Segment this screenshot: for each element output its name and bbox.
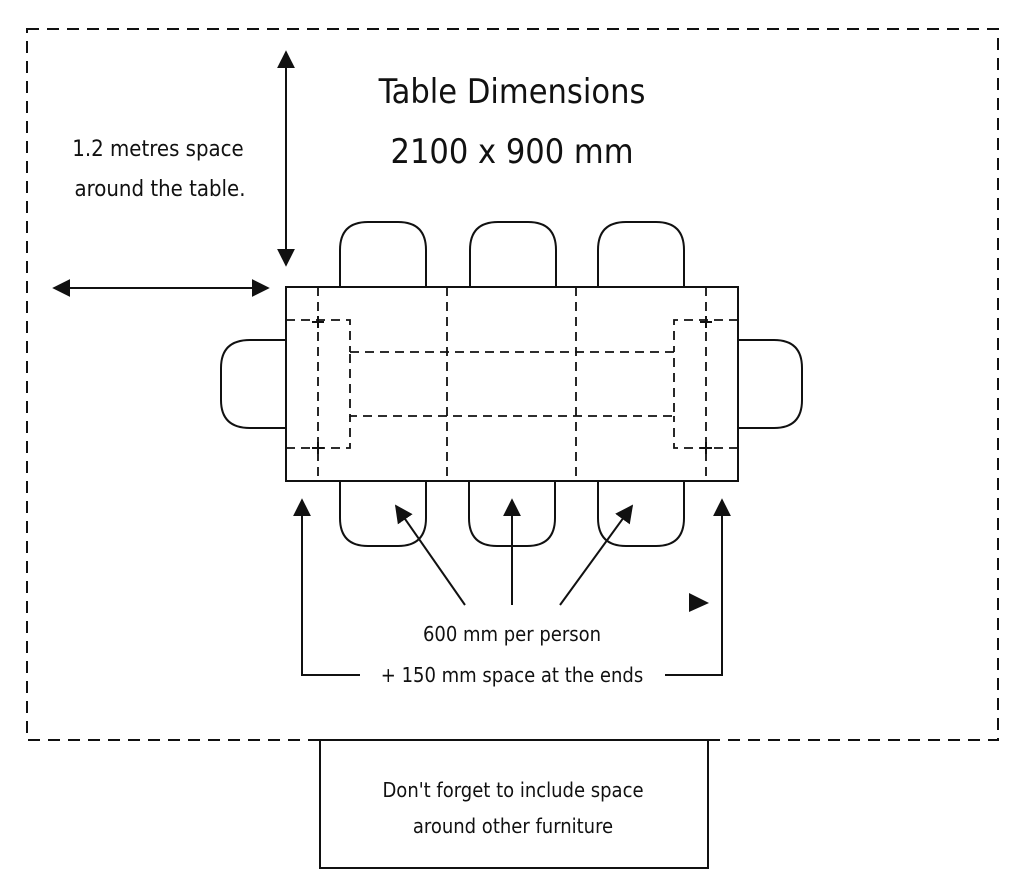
chair-left-end bbox=[220, 339, 286, 429]
per-person-note-line2: + 150 mm space at the ends bbox=[381, 663, 643, 687]
arrow-to-chair bbox=[559, 504, 634, 606]
diagram-title: Table Dimensions bbox=[378, 72, 646, 112]
reminder-line2: around other furniture bbox=[413, 814, 613, 838]
chair bbox=[339, 481, 427, 547]
per-person-note-line1: 600 mm per person bbox=[423, 622, 601, 646]
chair bbox=[339, 221, 427, 287]
space-note-line2: around the table. bbox=[74, 177, 245, 202]
chair bbox=[597, 481, 685, 547]
end-space-arrow-right bbox=[665, 498, 731, 676]
table-dimensions: 2100 x 900 mm bbox=[390, 132, 633, 172]
end-space-arrow-left bbox=[293, 498, 360, 676]
arrow-to-chair bbox=[394, 504, 466, 606]
chair bbox=[469, 221, 557, 287]
table bbox=[285, 286, 739, 482]
reminder-line1: Don't forget to include space bbox=[382, 778, 643, 802]
reminder-box bbox=[319, 739, 709, 869]
chairs-top bbox=[339, 221, 685, 287]
chair-right-end bbox=[738, 339, 803, 429]
space-note-line1: 1.2 metres space bbox=[72, 137, 243, 162]
place-setting-guides bbox=[286, 287, 738, 481]
play-triangle-icon bbox=[689, 593, 709, 612]
chair bbox=[597, 221, 685, 287]
